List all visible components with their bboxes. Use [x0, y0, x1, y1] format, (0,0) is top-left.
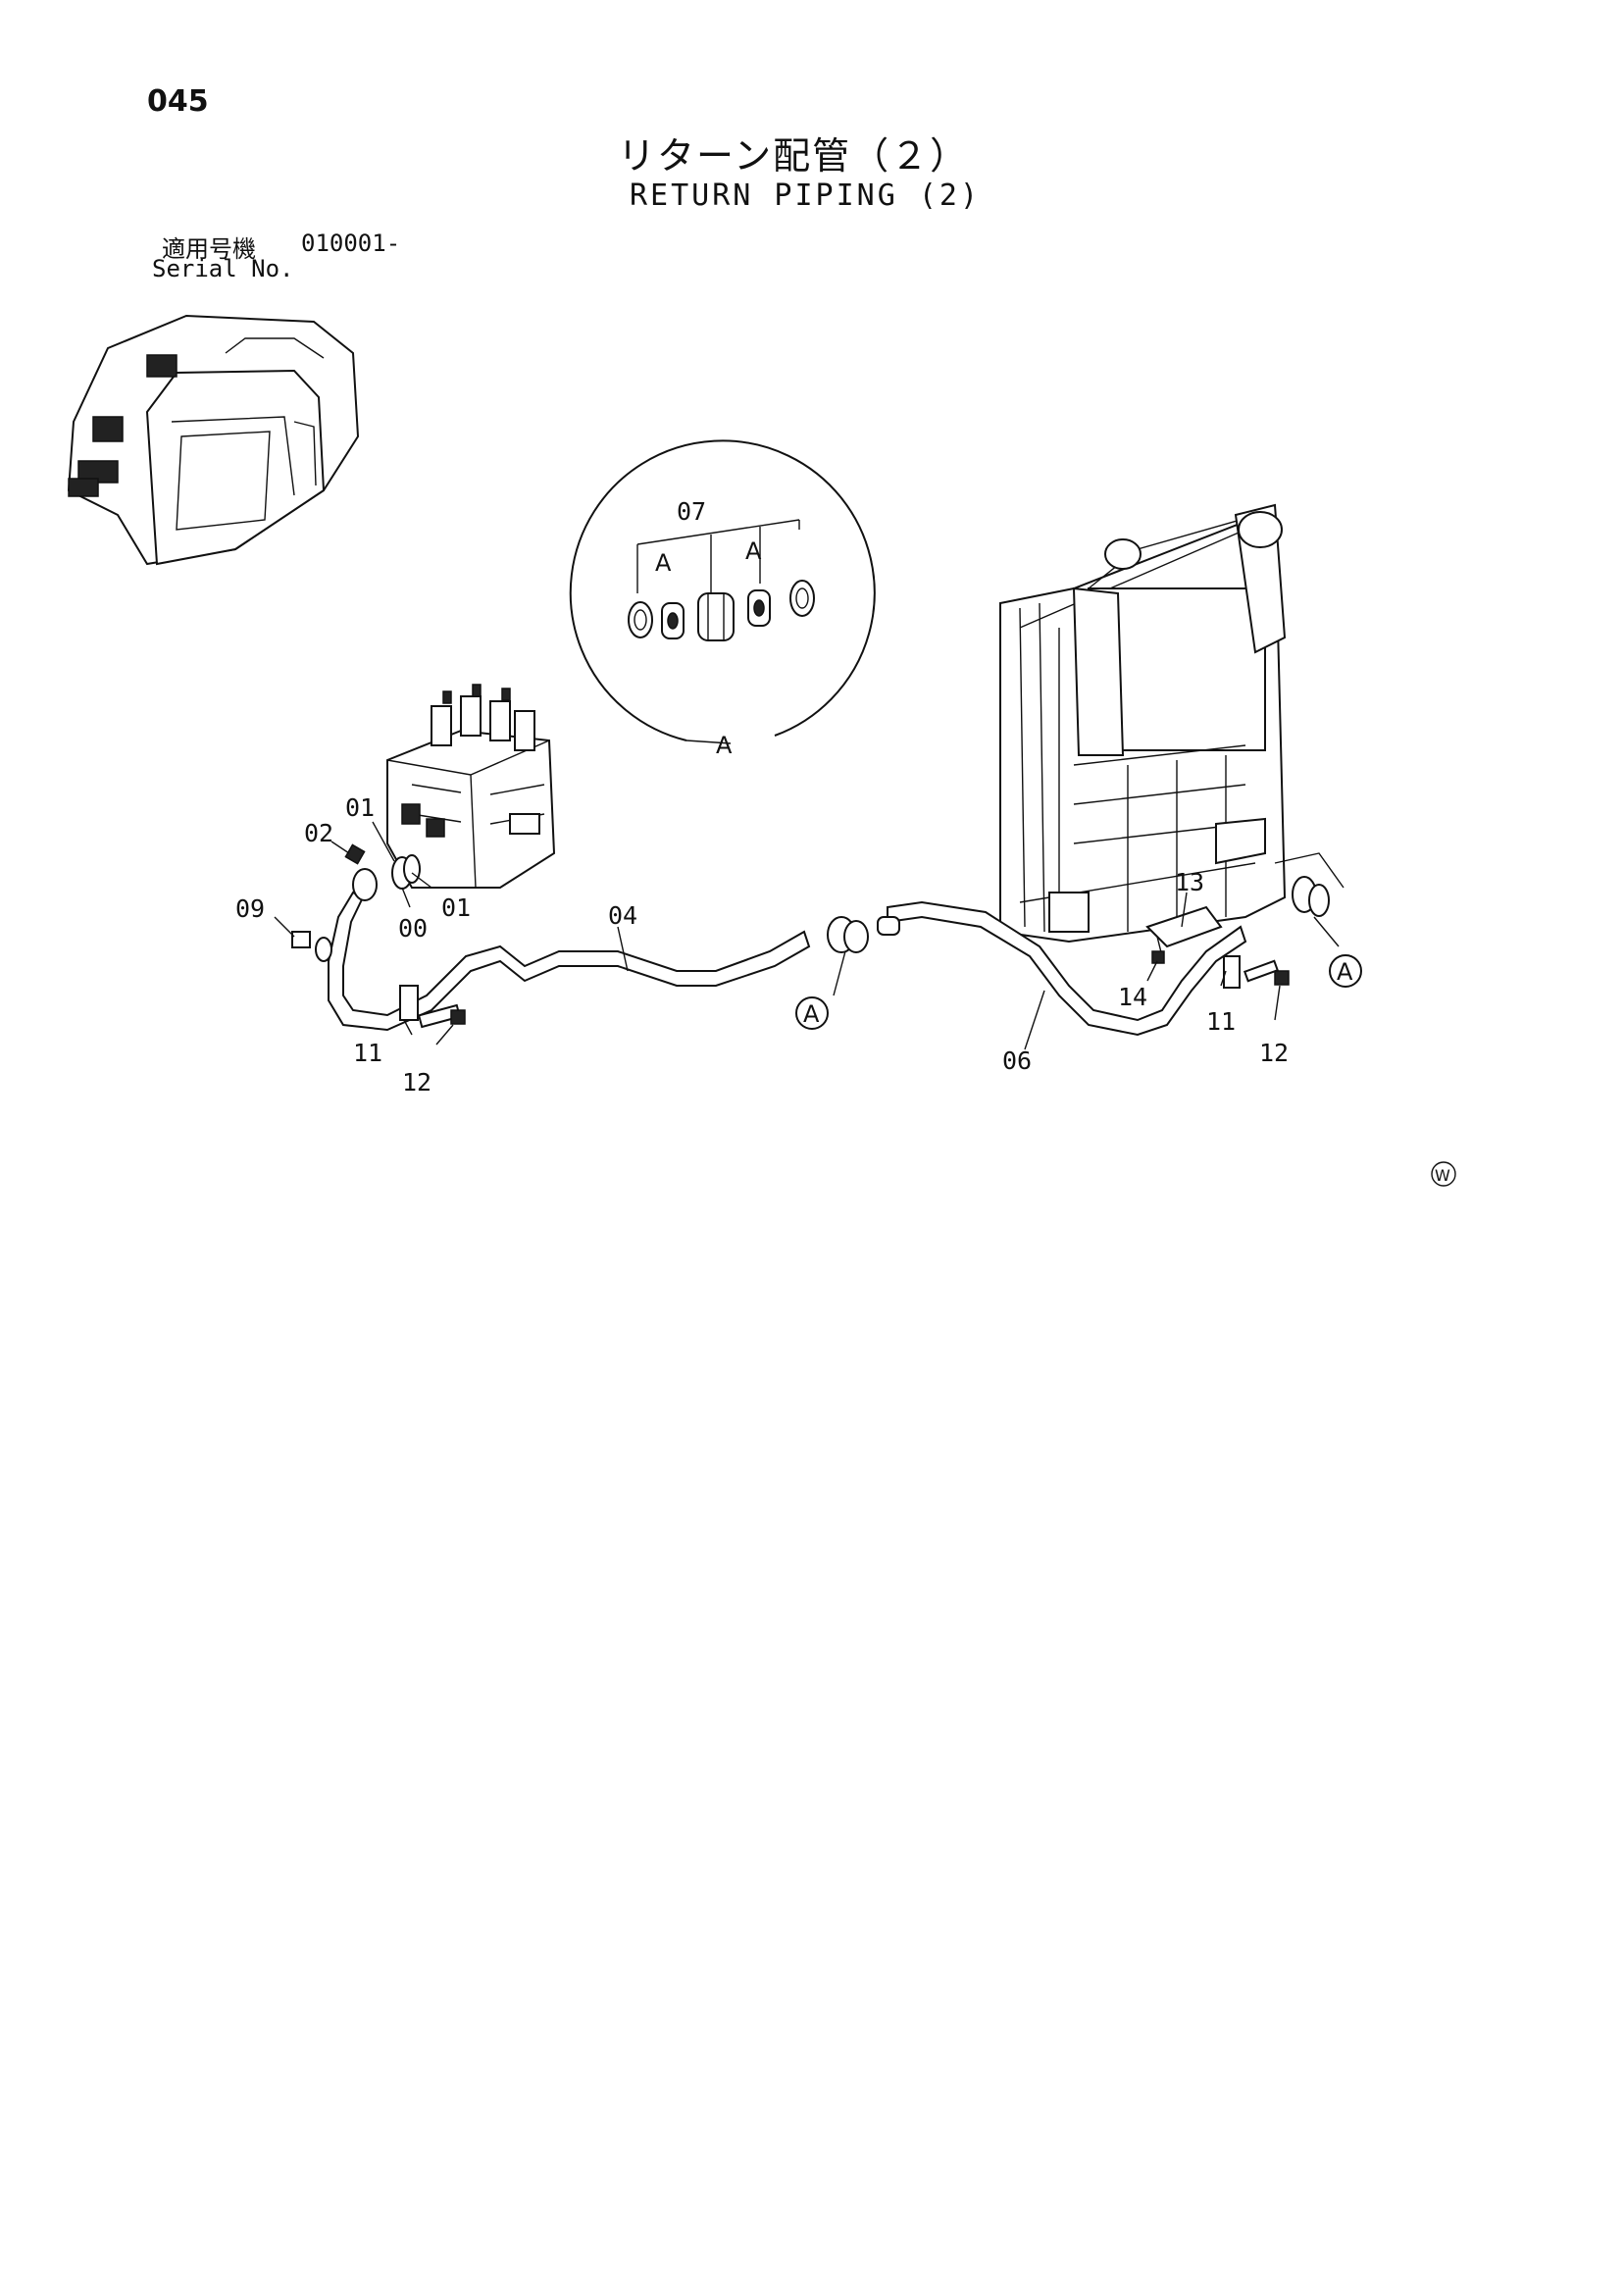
- callout-00: 00: [398, 914, 428, 943]
- control-valve-assembly: [386, 684, 556, 889]
- leader-lines: [274, 821, 1340, 1050]
- page-title-japanese: リターン配管（２）: [618, 134, 970, 178]
- return-pipe-04: [328, 891, 811, 1032]
- radiator-oil-cooler-assembly: [999, 503, 1287, 944]
- page-number: 045: [147, 84, 209, 119]
- detail-view-a: A 07 A A: [569, 439, 876, 759]
- machine-overview-icon: [67, 314, 360, 566]
- detail-sub-label-right: A: [745, 537, 762, 565]
- serial-label-english: Serial No.: [152, 255, 294, 282]
- serial-label-japanese: 適用号機: [162, 235, 256, 263]
- detail-sub-label-left: A: [655, 549, 672, 577]
- serial-number-value: 010001-: [301, 230, 401, 257]
- reference-marker-a-right: A: [1329, 954, 1362, 988]
- callout-01-upper: 01: [345, 793, 375, 822]
- return-pipe-06: [887, 900, 1247, 1037]
- callout-12-left: 12: [402, 1068, 431, 1097]
- callout-09: 09: [235, 894, 265, 923]
- reference-marker-a-middle: A: [795, 996, 829, 1030]
- reference-marker-a-middle-label: A: [803, 1000, 820, 1028]
- callout-07: 07: [677, 497, 706, 526]
- page-title-english: RETURN PIPING (2): [630, 179, 982, 213]
- callout-13: 13: [1175, 868, 1204, 896]
- callout-01-lower: 01: [441, 893, 471, 922]
- middle-hose-clamp: [827, 916, 900, 953]
- reference-marker-a-right-label: A: [1337, 958, 1353, 986]
- callout-11-right: 11: [1206, 1007, 1236, 1036]
- bracket-13-and-clamps: [1145, 852, 1345, 957]
- pipe-clamps-and-bolts: [399, 950, 1290, 1029]
- callout-04: 04: [608, 901, 637, 930]
- corner-mark-letter: W: [1435, 1166, 1450, 1185]
- callout-11-left: 11: [353, 1039, 382, 1067]
- corner-mark: W: [1431, 1161, 1456, 1187]
- callout-14: 14: [1118, 983, 1147, 1011]
- detail-view-label: A: [716, 732, 733, 759]
- callout-02: 02: [304, 819, 333, 847]
- callout-12-right: 12: [1259, 1039, 1289, 1067]
- callout-06: 06: [1002, 1046, 1032, 1075]
